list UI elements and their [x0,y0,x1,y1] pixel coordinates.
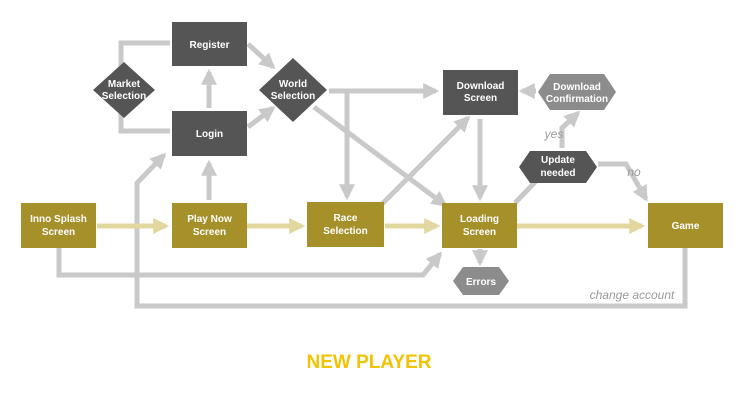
edge-label-change-account: change account [590,288,675,302]
node-register-label: Register [189,40,229,51]
diagram-title: NEW PLAYER [307,352,432,373]
node-download-screen-label-line1: Download [457,81,505,92]
node-download-confirmation: Download Confirmation [538,74,616,110]
node-play-now-label-line1: Play Now [187,214,232,225]
connector-splash-loading [56,248,443,278]
node-market-selection-label-line2: Selection [102,91,146,102]
node-race-selection: Race Selection [307,202,384,247]
connector-game-login [134,152,688,309]
node-inno-splash-label-line1: Inno Splash [30,214,87,225]
node-login-label: Login [196,129,223,140]
node-play-now-label-line2: Screen [193,227,226,238]
node-update-needed-label-line2: needed [540,168,575,179]
node-race-selection-label-line2: Selection [323,226,367,237]
node-world-selection: World Selection [259,58,327,122]
node-register: Register [172,22,247,66]
node-update-needed: Update needed [519,151,597,183]
node-inno-splash-screen: Inno Splash Screen [21,203,96,248]
node-world-selection-label-line2: Selection [271,91,315,102]
connector-register-world [246,42,276,70]
node-market-selection: Market Selection [93,62,155,118]
node-race-selection-label-line1: Race [334,213,358,224]
node-login: Login [172,111,247,156]
node-loading-screen-label-line2: Screen [463,227,496,238]
connector-world-race [329,88,356,201]
connector-market-login [118,110,170,134]
node-errors: Errors [453,267,509,295]
node-inno-splash-label-line2: Screen [42,227,75,238]
node-download-screen-label-line2: Screen [464,93,497,104]
node-game-label: Game [672,221,700,232]
edge-label-no: no [627,165,641,179]
node-game: Game [648,203,723,248]
node-errors-label: Errors [466,277,496,288]
connector-market-register [118,40,170,72]
connector-loading-update [513,178,539,205]
connectors [56,40,688,309]
node-update-needed-label-line1: Update [541,155,575,166]
node-download-screen: Download Screen [443,70,518,115]
node-download-confirmation-label-line1: Download [553,82,601,93]
node-loading-screen: Loading Screen [442,203,517,248]
node-market-selection-label-line1: Market [108,79,141,90]
connector-update-game [598,161,649,202]
connector-update-confirmation [559,110,581,148]
connector-world-loading [312,104,448,208]
node-loading-screen-label-line1: Loading [460,214,499,225]
node-download-confirmation-label-line2: Confirmation [546,94,608,105]
connector-login-world [246,106,276,129]
node-world-selection-label-line1: World [279,79,307,90]
edge-label-yes: yes [544,127,564,141]
connector-race-download [380,115,471,206]
node-play-now-screen: Play Now Screen [172,203,247,248]
